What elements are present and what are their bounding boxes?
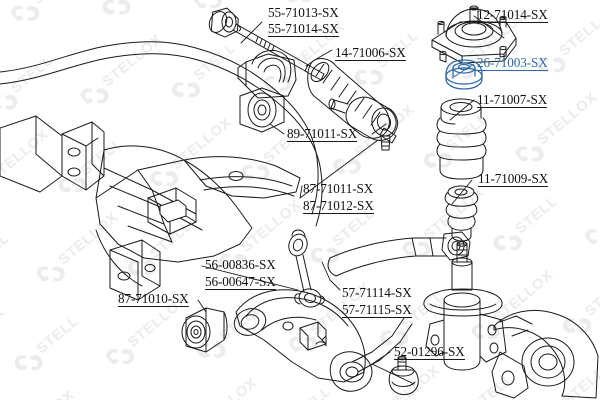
part-label-stabilizer-link: 56-00836-SX	[205, 257, 276, 272]
outer-tie-rod-end	[328, 96, 399, 151]
part-label-outer-tie-rod-end: 87-71011-SX	[303, 181, 374, 196]
part-label-strut-mount: 12-71014-SX	[477, 7, 548, 24]
leader-lines	[197, 15, 505, 385]
part-label-bump-stop: 11-71009-SX	[478, 171, 549, 188]
steering-knuckle	[491, 309, 599, 399]
part-label-control-arm: 57-71115-SX	[342, 302, 412, 319]
dust-boot	[436, 98, 487, 180]
part-label-control-arm-bushing: 87-71010-SX	[118, 291, 189, 308]
inner-tie-rod	[208, 7, 325, 81]
strut-assembly	[423, 241, 507, 371]
part-label-dust-boot: 11-71007-SX	[477, 92, 548, 109]
part-label-ball-joint: 52-01296-SX	[394, 344, 465, 361]
stabilizer-bushing	[237, 49, 297, 133]
strut-mount	[431, 5, 517, 64]
control-arm-bushing	[181, 307, 228, 353]
part-label-stabilizer-link: 56-00647-SX	[205, 274, 276, 291]
strut-bearing	[445, 59, 483, 90]
part-label-strut-bearing: 26-71003-SX	[477, 55, 548, 72]
part-label-inner-tie-rod: 55-71014-SX	[268, 21, 339, 38]
part-label-inner-tie-rod: 55-71013-SX	[268, 5, 339, 20]
subframe-crossmember	[0, 41, 323, 301]
part-label-steering-rack-boot: 14-71006-SX	[335, 45, 406, 62]
lower-control-arm	[233, 289, 413, 392]
part-label-control-arm: 57-71114-SX	[342, 285, 412, 300]
part-label-stabilizer-bushing: 89-71011-SX	[287, 126, 358, 143]
steering-rack-boot	[307, 58, 397, 144]
ball-joint	[388, 355, 419, 396]
control-arm-rear-tube	[327, 231, 471, 277]
part-label-outer-tie-rod-end: 87-71012-SX	[303, 198, 374, 215]
